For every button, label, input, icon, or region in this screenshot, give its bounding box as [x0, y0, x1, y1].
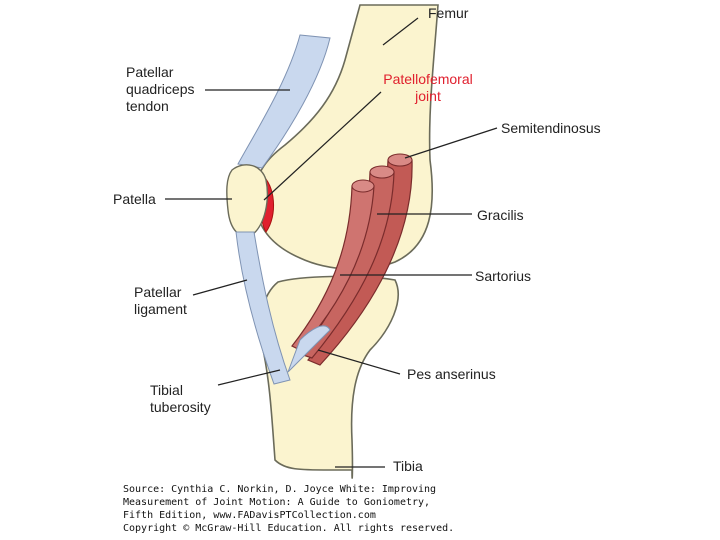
patellar-ligament-leader: [192, 279, 248, 296]
tibia-label: Tibia: [393, 458, 423, 474]
tibia-bone: [259, 275, 399, 479]
quadriceps-tendon: [237, 34, 331, 169]
gracilis-label: Gracilis: [477, 207, 524, 223]
femur-label: Femur: [428, 5, 469, 21]
source-citation: Source: Cynthia C. Norkin, D. Joyce Whit…: [123, 483, 455, 535]
source-line-3: Fifth Edition, www.FADavisPTCollection.c…: [123, 510, 376, 521]
tibial-tuberosity-leader: [217, 369, 281, 386]
pes-anserinus-tendon: [287, 325, 331, 373]
patellar-ligament-label: Patellar ligament: [134, 284, 187, 317]
pes-anserinus-label: Pes anserinus: [407, 366, 496, 382]
source-line-1: Source: Cynthia C. Norkin, D. Joyce Whit…: [123, 484, 437, 495]
source-line-4: Copyright © McGraw-Hill Education. All r…: [123, 523, 455, 534]
tibial-tuberosity-label: Tibial tuberosity: [150, 382, 211, 415]
patellar-quadriceps-tendon-label: Patellar quadriceps tendon: [126, 64, 195, 114]
pes-anserinus-leader: [317, 349, 401, 375]
patellofemoral-joint-label: Patellofemoral joint: [383, 71, 473, 104]
femur-leader: [382, 17, 419, 46]
patellar-ligament: [235, 231, 291, 385]
semitendinosus-label: Semitendinosus: [501, 120, 601, 136]
semitendinosus-leader: [404, 127, 498, 159]
sartorius-label: Sartorius: [475, 268, 532, 284]
patellofemoral-leader: [263, 91, 382, 201]
source-line-2: Measurement of Joint Motion: A Guide to …: [123, 497, 431, 508]
patella-label: Patella: [113, 191, 156, 207]
